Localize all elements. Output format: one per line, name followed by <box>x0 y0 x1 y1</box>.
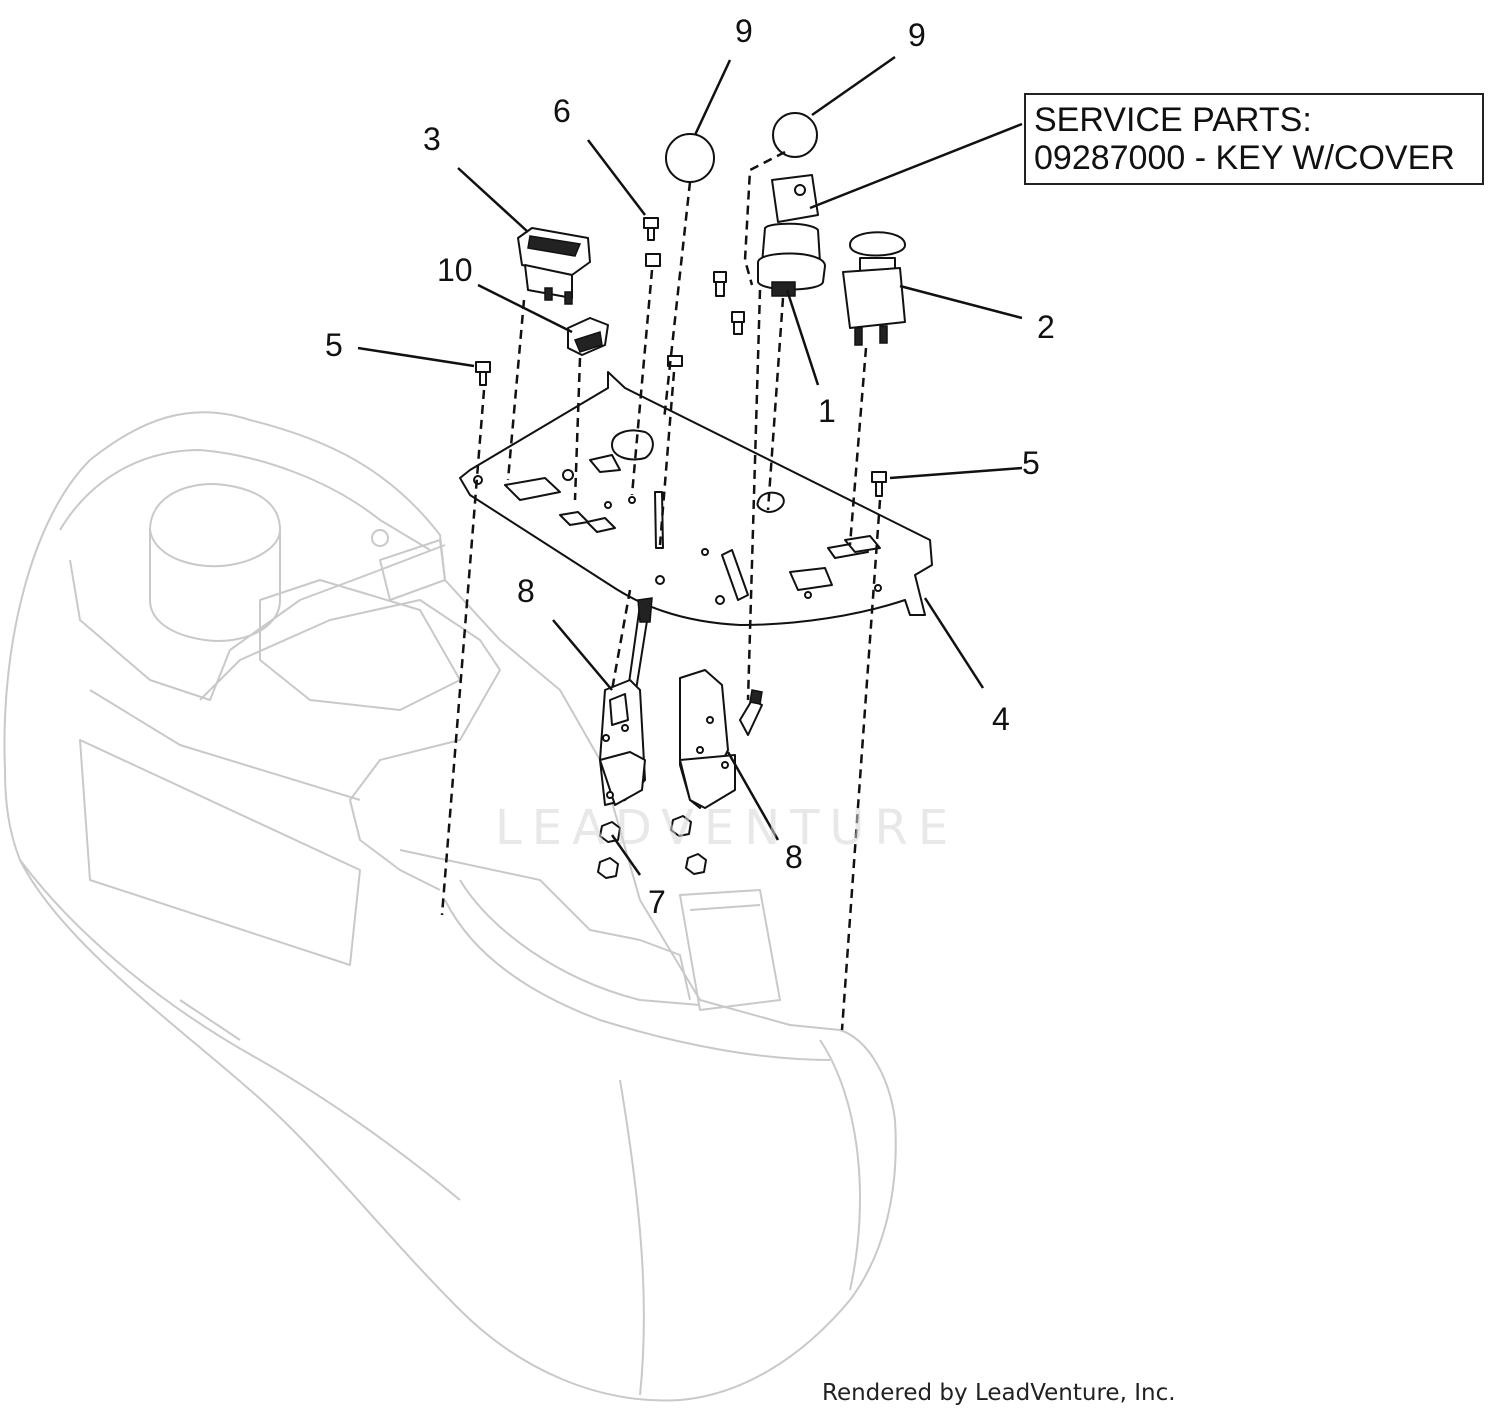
pto-switch <box>842 231 906 346</box>
callout-labels: 9 9 6 3 10 5 5 1 2 8 8 4 7 <box>325 13 1055 920</box>
callout-9-left: 9 <box>735 13 753 49</box>
service-parts-item: 09287000 - KEY W/COVER <box>1034 139 1455 177</box>
callout-4: 4 <box>992 701 1010 737</box>
callout-9-right: 9 <box>908 17 926 53</box>
rocker-switch <box>517 227 591 305</box>
assembly-lines <box>440 150 882 1031</box>
callout-5-right: 5 <box>1022 445 1040 481</box>
callout-10: 10 <box>437 252 473 288</box>
nuts <box>597 815 707 879</box>
screws <box>475 217 887 497</box>
callout-7: 7 <box>648 884 666 920</box>
callout-8-left: 8 <box>517 573 535 609</box>
small-switch <box>567 317 609 356</box>
service-parts-note: SERVICE PARTS: 09287000 - KEY W/COVER <box>1024 93 1484 185</box>
watermark: LEADVENTURE <box>495 800 959 856</box>
footer-credit: Rendered by LeadVenture, Inc. <box>822 1380 1176 1406</box>
service-parts-heading: SERVICE PARTS: <box>1034 101 1312 139</box>
callout-5-left: 5 <box>325 327 343 363</box>
console-body-outline <box>3 411 897 1402</box>
callout-2: 2 <box>1037 309 1055 345</box>
callout-8-right: 8 <box>785 839 803 875</box>
brackets <box>599 597 763 809</box>
callout-3: 3 <box>423 121 441 157</box>
key-switch <box>757 112 826 297</box>
leader-lines <box>357 55 1023 876</box>
callout-6: 6 <box>553 93 571 129</box>
knob-ball <box>665 133 715 183</box>
callout-1: 1 <box>818 393 836 429</box>
